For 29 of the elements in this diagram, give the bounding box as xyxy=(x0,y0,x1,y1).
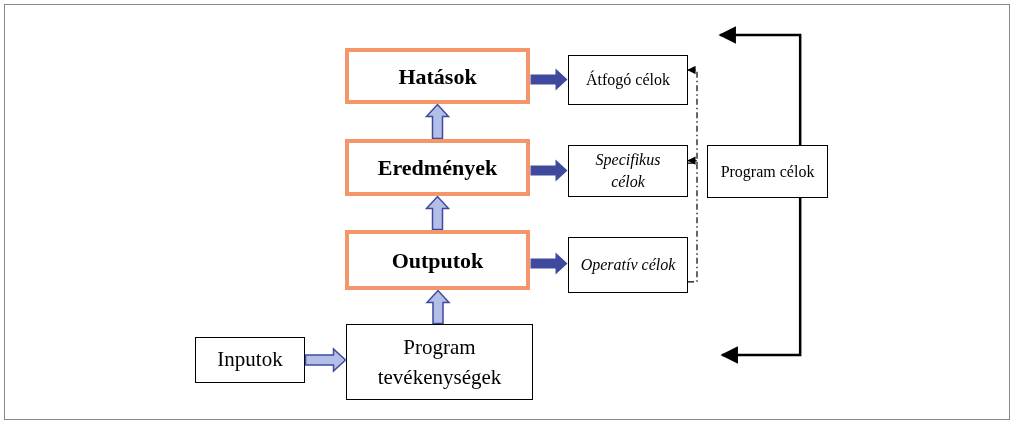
dash-dot-arrow xyxy=(687,65,698,164)
goal-box xyxy=(568,55,688,105)
block-arrow xyxy=(425,289,451,325)
block-arrow xyxy=(530,252,568,275)
node-label: Program tevékenységek xyxy=(376,334,503,391)
goal-box xyxy=(568,145,688,197)
node-label: Outputok xyxy=(391,246,484,275)
node-label: Program célok xyxy=(720,161,815,183)
node-label: Átfogó célok xyxy=(586,69,670,91)
feedback-arrow xyxy=(718,26,802,145)
node-label: Inputok xyxy=(217,346,283,374)
block-arrow xyxy=(530,159,568,182)
node-label: Eredmények xyxy=(377,154,498,182)
node-label: Operatív célok xyxy=(580,255,676,276)
outcome-box xyxy=(345,230,530,290)
goal-box xyxy=(707,145,828,198)
outcome-box xyxy=(345,139,530,196)
dash-dot-arrow xyxy=(687,156,698,283)
block-arrow xyxy=(424,103,451,140)
block-arrow xyxy=(530,68,568,91)
block-arrow xyxy=(304,347,347,373)
feedback-arrow xyxy=(720,198,802,364)
process-box xyxy=(346,324,533,400)
node-label: Specifikus célok xyxy=(594,150,662,192)
node-label: Hatások xyxy=(398,62,477,91)
outcome-box xyxy=(345,48,530,104)
input-box xyxy=(195,337,305,383)
block-arrow xyxy=(424,195,451,231)
goal-box xyxy=(568,237,688,293)
